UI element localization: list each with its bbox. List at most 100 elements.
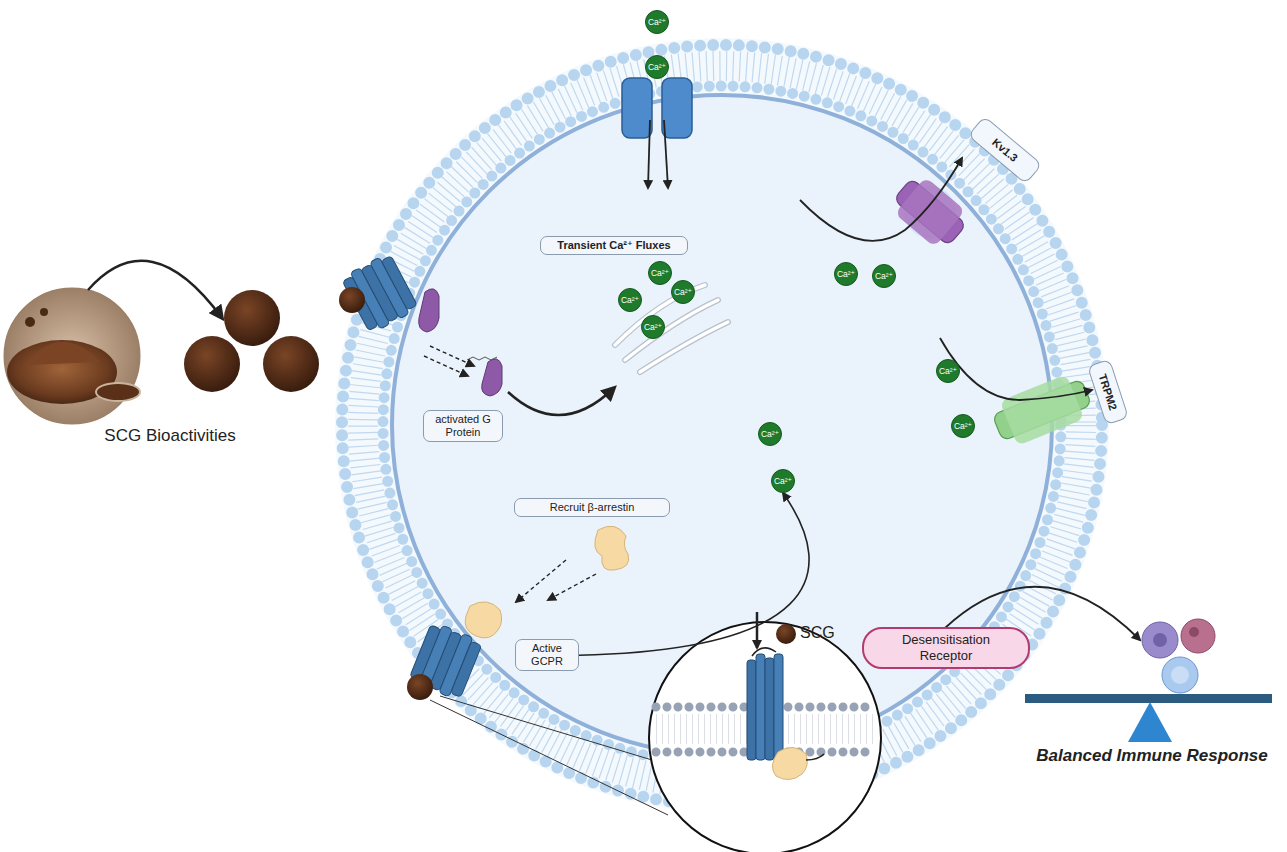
node-text: Ca²⁺ <box>648 18 666 27</box>
calcium-ion: Ca²⁺ <box>758 422 782 446</box>
immune-cells <box>1189 627 1199 637</box>
influx-arrow <box>940 338 1092 400</box>
receptor-box: Desensitisation Receptor <box>862 627 1030 669</box>
coffee-powder <box>96 383 140 401</box>
signal-arrow <box>508 388 614 415</box>
zoom-inset <box>774 654 783 760</box>
trpm2-channel <box>1000 374 1085 445</box>
node-text: Ca²⁺ <box>674 288 692 297</box>
zoom-inset <box>649 612 881 852</box>
calcium-ion: Ca²⁺ <box>648 261 672 285</box>
gpcr-receptor <box>450 641 481 697</box>
dashed-arrow <box>424 356 468 376</box>
efflux-arrow <box>800 158 962 241</box>
balance-scale <box>1128 702 1172 742</box>
zoom-inset <box>756 654 765 760</box>
node-text: Ca²⁺ <box>774 477 792 486</box>
calcium-ion: Ca²⁺ <box>951 414 975 438</box>
gpcr-receptor <box>381 256 417 311</box>
node-text: Desensitisation Receptor <box>888 632 1004 665</box>
calcium-ion: Ca²⁺ <box>645 55 669 79</box>
calcium-ion: Ca²⁺ <box>872 264 896 288</box>
immune-cells <box>1153 633 1167 647</box>
calcium-ion: Ca²⁺ <box>641 315 665 339</box>
immune-cells <box>1181 619 1215 653</box>
node-text: Ca²⁺ <box>837 270 855 279</box>
calcium-ion: Ca²⁺ <box>618 288 642 312</box>
node-text: Ca²⁺ <box>954 422 972 431</box>
coffee-powder <box>40 308 48 316</box>
node-text: Ca²⁺ <box>651 269 669 278</box>
beta-arrestin <box>465 602 501 638</box>
calcium-ion: Ca²⁺ <box>771 469 795 493</box>
trpm2-channel <box>989 370 1096 450</box>
immune-cells <box>1162 657 1198 693</box>
endoplasmic-reticulum <box>640 322 728 372</box>
scg-particles <box>224 290 280 346</box>
endoplasmic-reticulum-lumen <box>615 285 728 372</box>
scg-ligand <box>339 287 365 313</box>
scg-particles <box>263 336 319 392</box>
calcium-ion: Ca²⁺ <box>671 280 695 304</box>
source-label: SCG Bioactivities <box>85 426 255 446</box>
node-text: Ca²⁺ <box>621 296 639 305</box>
node-text: Recruit β-arrestin <box>550 501 635 514</box>
node-text: activated G Protein <box>427 413 499 439</box>
zoom-inset <box>649 622 881 852</box>
kv13-channel <box>886 169 975 255</box>
coffee-powder <box>2 286 142 426</box>
node-text: Ca²⁺ <box>644 323 662 332</box>
node-text: Ca²⁺ <box>761 430 779 439</box>
scg-particles <box>184 336 240 392</box>
calcium-channel <box>622 78 652 138</box>
immune-cells <box>1171 666 1189 684</box>
zoom-inset <box>776 624 796 644</box>
balance-scale <box>1025 694 1272 703</box>
dashed-arrow <box>430 346 474 366</box>
process-box: activated G Protein <box>423 410 503 442</box>
node-text: Ca²⁺ <box>875 272 893 281</box>
calcium-ion: Ca²⁺ <box>936 359 960 383</box>
scg-ligand <box>407 674 433 700</box>
immune-cells <box>1142 622 1178 658</box>
calcium-channel <box>622 78 692 188</box>
node-text: Active GCPR <box>519 642 575 668</box>
coffee-powder <box>25 317 35 327</box>
g-protein <box>419 289 439 332</box>
dashed-arrow <box>548 574 596 600</box>
kv13-channel <box>895 177 966 247</box>
g-protein <box>482 359 502 396</box>
zoom-inset <box>806 754 824 760</box>
outcome-label: Balanced Immune Response <box>1018 746 1286 766</box>
process-box: Active GCPR <box>515 639 579 671</box>
scg-particles <box>184 290 319 392</box>
zoom-inset <box>772 747 807 779</box>
zoom-line <box>430 700 668 815</box>
zoom-inset <box>765 658 774 760</box>
zoom-inset <box>756 612 759 648</box>
balance-scale <box>1025 694 1272 742</box>
flow-arrow <box>88 261 222 318</box>
process-box: Transient Ca²⁺ Fluxes <box>540 236 688 255</box>
ligand-label: SCG <box>800 624 840 642</box>
node-text: Ca²⁺ <box>939 367 957 376</box>
calcium-channel <box>664 120 668 188</box>
inhibition-connector <box>579 493 809 655</box>
node-text: Transient Ca²⁺ Fluxes <box>557 239 670 252</box>
endoplasmic-reticulum <box>615 285 728 372</box>
calcium-channel <box>662 78 692 138</box>
lipid-anchor <box>467 357 497 360</box>
endoplasmic-reticulum-lumen <box>640 322 728 372</box>
immune-cells <box>1142 619 1215 693</box>
calcium-ion: Ca²⁺ <box>645 10 669 34</box>
dashed-arrow <box>516 560 566 602</box>
node-text: TRPM2 <box>1097 372 1120 411</box>
zoom-inset <box>747 660 756 760</box>
coffee-powder <box>2 286 142 426</box>
kv13-channel <box>893 175 966 248</box>
process-box: Recruit β-arrestin <box>514 498 670 517</box>
calcium-ion: Ca²⁺ <box>834 262 858 286</box>
calcium-channel <box>648 120 650 188</box>
zoom-inset <box>752 648 776 656</box>
